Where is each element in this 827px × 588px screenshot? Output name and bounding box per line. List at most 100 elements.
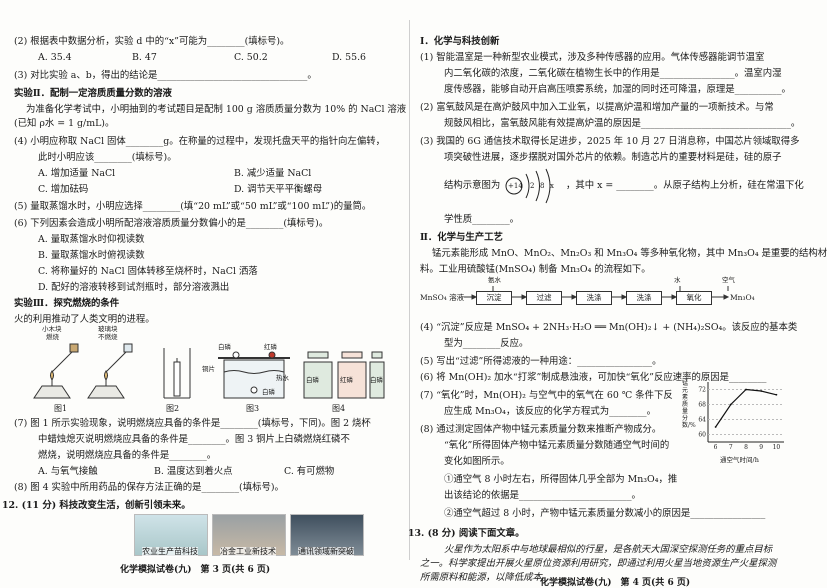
- flow-step-wash: 洗涤: [576, 291, 612, 305]
- chart-data-point: [745, 388, 747, 391]
- exam-page: (2) 根据表中数据分析，实验 d 中的“x”可能为________(填标号)。…: [2, 20, 827, 588]
- question-3-line: 项突破性进展，逐步摆脱对国外芯片的依赖。制造芯片的重要材料是硅，硅的原子: [444, 152, 782, 163]
- option-c: C. 增加砝码: [38, 184, 89, 195]
- chart-x-tick-label: 8: [744, 444, 748, 451]
- option-b: B. 47: [132, 52, 157, 63]
- question-7-line: (7) 图 1 所示实验现象，说明燃烧应具备的条件是________(填标号，下…: [14, 418, 371, 429]
- question-8-subpart-1: 出该结论的依据是________________________。: [444, 490, 641, 501]
- option-c: C. 50.2: [234, 52, 268, 63]
- atom-shell-1: 2: [530, 182, 535, 190]
- caption-figure-2: 图2: [166, 404, 180, 413]
- chart-data-point: [729, 403, 732, 406]
- flow-reagent-air: 空气: [722, 276, 735, 284]
- caption-figure-1: 图1: [54, 404, 68, 413]
- option-b: B. 量取蒸馏水时俯视读数: [38, 250, 145, 261]
- fig1-label-glass: 玻璃块: [98, 325, 118, 333]
- article-line: 所需原料和能源，以降低成本。: [420, 572, 552, 583]
- question-8-line: (8) 通过测定固体产物中锰元素质量分数来推断产物成分。: [420, 424, 662, 435]
- column-divider: [409, 20, 410, 560]
- caption-figure-3: 图3: [246, 404, 260, 413]
- fig1-label-wood: 小木块: [42, 325, 62, 333]
- paragraph-line: 锰元素能形成 MnO、MnO₂、Mn₂O₃ 和 Mn₃O₄ 等多种氧化物，其中 …: [432, 248, 827, 259]
- flow-reagent-water: 水: [674, 276, 681, 284]
- atom-shell-2: 8: [540, 182, 545, 190]
- figure-3: [218, 351, 290, 399]
- question-1-line: 内二氧化碳的浓度，二氧化碳在植物生长中的作用是________________。…: [444, 68, 782, 79]
- question-2-line: (2) 富氧鼓风是在高炉鼓风中加入工业氧，以提高炉温和增加产量的一项新技术。与常: [420, 102, 774, 113]
- question-4-line: (4) “沉淀”反应是 MnSO₄ + 2NH₃·H₂O ══ Mn(OH)₂↓…: [420, 322, 798, 333]
- combustion-experiment-figures: [33, 343, 385, 399]
- flow-step-wash-2: 洗涤: [626, 291, 662, 305]
- question-2-line: (2) 根据表中数据分析，实验 d 中的“x”可能为________(填标号)。: [14, 36, 290, 47]
- figure-2: [163, 348, 191, 399]
- chart-x-tick-label: 10: [773, 444, 781, 451]
- chart-data-point: [775, 393, 778, 396]
- chart-series-line: [715, 388, 777, 428]
- option-a: A. 与氧气接触: [38, 466, 98, 477]
- fig4-bottle-label-1: 白磷: [306, 376, 319, 384]
- chart-y-tick-label: 72: [698, 387, 706, 394]
- caption-figure-4: 图4: [332, 404, 346, 413]
- question-7-line: 应生成 Mn₃O₄，该反应的化学方程式为________。: [444, 406, 656, 417]
- option-d: D. 调节天平平衡螺母: [234, 184, 323, 195]
- question-2-line: 规鼓风相比，富氧鼓风能有效提高炉温的原因是___________________…: [444, 118, 801, 129]
- option-a: A. 增加适量 NaCl: [38, 168, 116, 179]
- question-5-line: (5) 量取蒸馏水时，小明应选择________(填“20 mL”或“50 mL…: [14, 201, 372, 212]
- question-7-line: (7) “氧化”时，Mn(OH)₂ 与空气中的氧气在 60 ℃ 条件下反: [420, 390, 673, 401]
- fig1-label-noburn: 不燃烧: [98, 333, 118, 341]
- experiment-2-heading: 实验Ⅱ．配制一定溶质质量分数的溶液: [14, 88, 172, 99]
- experiment-3-heading: 实验Ⅲ．探究燃烧的条件: [14, 298, 120, 309]
- question-12-heading: 12. (11 分) 科技改变生活，创新引领未来。: [2, 500, 191, 511]
- question-3-line: 学性质________。: [444, 214, 520, 225]
- question-7-line: 中蜡烛熄灭说明燃烧应具备的条件是________。图 3 铜片上白磷燃烧红磷不: [38, 434, 350, 445]
- photo-caption-agriculture: 农业生产苗科技: [142, 547, 198, 557]
- question-3-line: ，其中 x = ________。从原子结构上分析，硅在常温下化: [566, 180, 804, 191]
- chart-y-tick-label: 64: [698, 417, 706, 424]
- option-b: B. 温度达到着火点: [154, 466, 233, 477]
- flow-start-solution: MnSO₄ 溶液: [420, 293, 465, 302]
- page-footer-right: 化学模拟试卷(九) 第 4 页(共 6 页): [540, 578, 691, 588]
- option-d: D. 配好的溶液转移到试剂瓶时，部分溶液溅出: [38, 282, 230, 293]
- question-5-line: (5) 写出“过滤”所得滤液的一种用途：________________。: [420, 356, 662, 367]
- section-1-heading: Ⅰ．化学与科技创新: [420, 36, 500, 47]
- flow-arrows: [464, 286, 730, 300]
- fig1-label-burn: 燃烧: [46, 333, 59, 341]
- article-line: 火星作为太阳系中与地球最相似的行星，是各航天大国深空探测任务的重点目标: [444, 544, 773, 555]
- question-8-line: (8) 图 4 实验中所用药品的保存方法正确的是________(填标号)。: [14, 482, 284, 493]
- question-3-line: (3) 我国的 6G 通信技术取得长足进步，2025 年 10 月 27 日消息…: [420, 136, 800, 147]
- paragraph-line: (已知 ρ水 = 1 g/mL)。: [14, 118, 115, 129]
- chart-x-tick-label: 9: [759, 444, 763, 451]
- paragraph-line: 火的利用推动了人类文明的进程。: [14, 314, 155, 325]
- question-4-line: (4) 小明应称取 NaCl 固体________g。在称量的过程中，发现托盘天…: [14, 136, 385, 147]
- question-4-line: 型为________反应。: [444, 338, 529, 349]
- figure-1: [33, 343, 133, 399]
- chart-y-tick-label: 60: [698, 432, 706, 439]
- chart-x-axis-label: 通空气时间/h: [720, 456, 759, 464]
- atom-nucleus: +14: [508, 182, 523, 190]
- chart-y-tick-label: 68: [698, 402, 706, 409]
- flow-end-product: Mn₃O₄: [730, 293, 755, 302]
- flow-step-filter: 过滤: [526, 291, 562, 305]
- question-8-subpart-2: ②通空气超过 8 小时，产物中锰元素质量分数减小的原因是____________…: [444, 508, 766, 519]
- chart-x-tick-label: 6: [714, 444, 718, 451]
- question-8-subpart-1: ①通空气 8 小时左右，所得固体几乎全部为 Mn₃O₄，推: [444, 474, 678, 485]
- flow-step-oxidize: 氧化: [676, 291, 712, 305]
- option-a: A. 35.4: [38, 52, 72, 63]
- option-d: D. 55.6: [332, 52, 367, 63]
- flow-reagent-ammonia: 氨水: [488, 276, 501, 284]
- photo-caption-communication: 通讯领域新突破: [298, 547, 354, 557]
- question-8-line: “氧化”所得固体产物中锰元素质量分数随通空气时间的: [444, 440, 670, 451]
- fig3-label-white-p-water: 白磷: [262, 388, 275, 396]
- fig3-label-red-p: 红磷: [264, 343, 277, 351]
- chart-data-point: [714, 426, 717, 428]
- question-1-line: (1) 智能温室是一种新型农业模式，涉及多种传感器的应用。气体传感器能调节温室: [420, 52, 765, 63]
- fig3-label-hot-water: 热水: [276, 374, 289, 382]
- paragraph-line: 料。工业用硫酸锰(MnSO₄) 制备 Mn₃O₄ 的流程如下。: [420, 264, 651, 275]
- atom-structure-label: 结构示意图为: [444, 180, 501, 191]
- question-3-line: (3) 对比实验 a、b，得出的结论是_____________________…: [14, 70, 317, 81]
- chart-y-axis-label: 锰元素质量分数/%: [682, 380, 696, 429]
- option-c: C. 有可燃物: [284, 466, 335, 477]
- paragraph-line: 为准备化学考试中，小明抽到的考试题目是配制 100 g 溶质质量分数为 10% …: [26, 104, 407, 115]
- option-c: C. 将称量好的 NaCl 固体转移至烧杯时，NaCl 洒落: [38, 266, 258, 277]
